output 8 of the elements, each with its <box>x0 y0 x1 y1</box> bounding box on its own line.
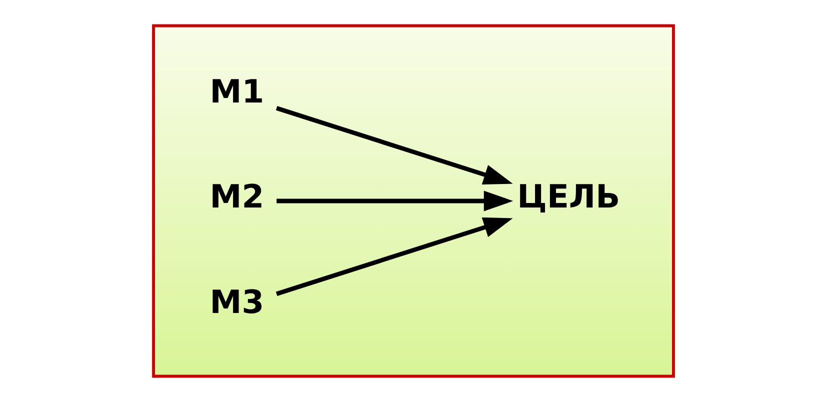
node-text: M1 <box>210 72 264 111</box>
node-text: M3 <box>210 282 264 321</box>
arrow <box>276 217 513 296</box>
cluster <box>152 24 675 378</box>
arrow <box>276 106 513 185</box>
node-text: M2 <box>210 178 264 216</box>
node-text: ЦЕЛЬ <box>517 178 620 216</box>
arrow <box>276 190 514 212</box>
